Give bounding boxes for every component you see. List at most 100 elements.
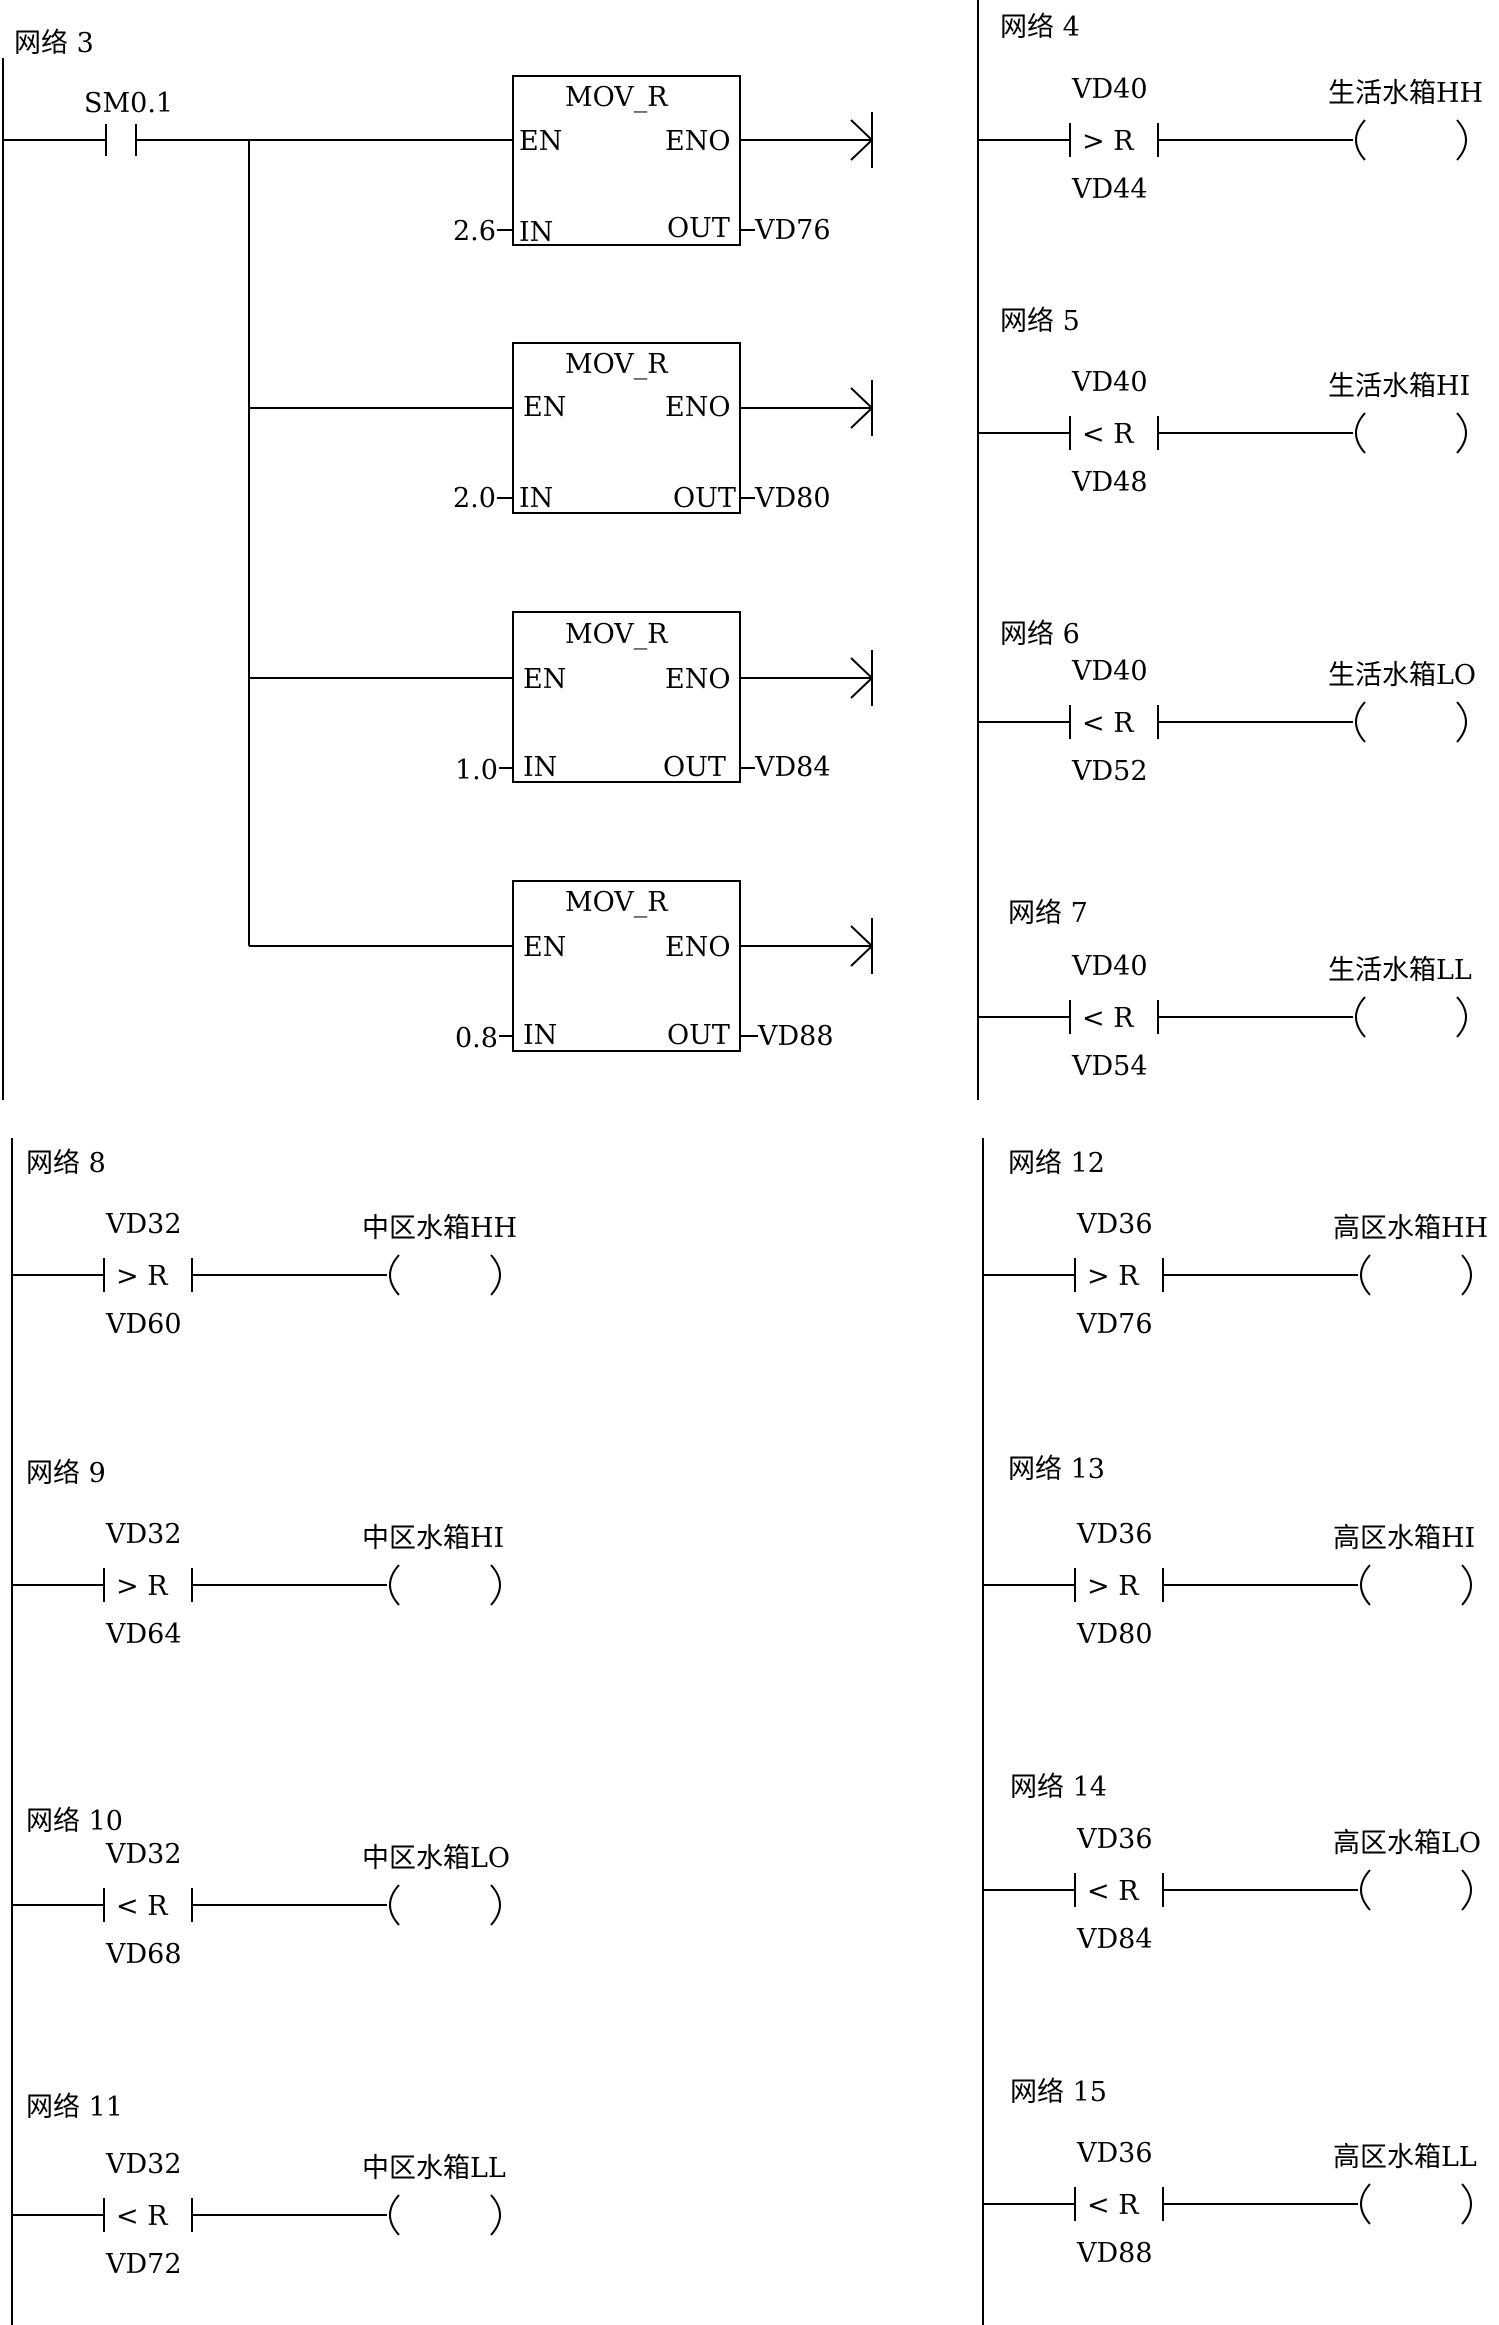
coil-left-arc [1360, 1869, 1371, 1911]
block-title: MOV_R [565, 619, 668, 650]
coil-label: 中区水箱HI [362, 1523, 504, 1554]
compare-top-operand: VD36 [1076, 1209, 1153, 1240]
network-label: 网络 5 [1000, 306, 1080, 337]
en-pin: EN [523, 392, 566, 423]
rung-4: 网络 4 VD40 > R VD44 生活水箱HH [978, 12, 1483, 205]
compare-operator: < R [1082, 708, 1134, 739]
compare-rungs: 网络 4 VD40 > R VD44 生活水箱HH 网络 5 VD40 < R VD48 生活水箱… [12, 12, 1488, 2280]
coil-left-arc [1360, 1564, 1371, 1606]
en-pin: EN [523, 932, 566, 963]
coil-left-arc [1355, 412, 1366, 454]
coil-label: 高区水箱HI [1333, 1523, 1475, 1554]
compare-top-operand: VD40 [1071, 951, 1148, 982]
coil-left-arc [1360, 1254, 1371, 1296]
coil-left-arc [389, 1564, 400, 1606]
compare-operator: < R [1082, 419, 1134, 450]
compare-operator: < R [1082, 1003, 1134, 1034]
compare-operator: < R [116, 2201, 168, 2232]
compare-bottom-operand: VD76 [1076, 1309, 1153, 1340]
coil-right-arc [1456, 412, 1467, 454]
compare-operator: > R [1082, 126, 1134, 157]
compare-top-operand: VD36 [1076, 1824, 1153, 1855]
coil-label: 生活水箱HI [1328, 371, 1470, 402]
network-label: 网络 6 [1000, 619, 1080, 650]
compare-bottom-operand: VD84 [1076, 1924, 1153, 1955]
compare-top-operand: VD36 [1076, 1519, 1153, 1550]
coil-left-arc [1355, 996, 1366, 1038]
in-value: 0.8 [455, 1023, 498, 1054]
coil-label: 中区水箱LL [362, 2153, 506, 2184]
network-label: 网络 3 [14, 28, 94, 59]
coil-right-arc [1461, 2183, 1472, 2225]
coil-left-arc [1360, 2183, 1371, 2225]
in-pin: IN [523, 1020, 557, 1051]
in-value: 2.6 [453, 216, 496, 247]
mov-r-block: MOV_R EN ENO IN OUT 2.6 VD76 [453, 75, 874, 248]
compare-operator: < R [116, 1891, 168, 1922]
network-label: 网络 15 [1010, 2077, 1107, 2108]
compare-bottom-operand: VD88 [1076, 2238, 1153, 2269]
compare-top-operand: VD40 [1071, 656, 1148, 687]
network-label: 网络 7 [1008, 898, 1088, 929]
coil-right-arc [1456, 701, 1467, 743]
eno-pin: ENO [665, 932, 730, 963]
in-pin: IN [519, 483, 553, 514]
network-label: 网络 11 [26, 2092, 123, 2123]
compare-operator: > R [1087, 1571, 1139, 1602]
rung-11: 网络 11 VD32 < R VD72 中区水箱LL [12, 2092, 506, 2280]
coil-left-arc [389, 1254, 400, 1296]
coil-right-arc [1461, 1564, 1472, 1606]
compare-bottom-operand: VD52 [1071, 756, 1148, 787]
coil-left-arc [1355, 701, 1366, 743]
compare-top-operand: VD40 [1071, 74, 1148, 105]
coil-left-arc [1355, 119, 1366, 161]
compare-top-operand: VD32 [105, 1839, 182, 1870]
coil-right-arc [490, 2194, 501, 2236]
compare-operator: > R [116, 1261, 168, 1292]
compare-top-operand: VD32 [105, 2149, 182, 2180]
network-3: 网络 3 SM0.1 MOV_R EN ENO IN OUT 2.6 VD76 [3, 28, 874, 1054]
coil-label: 生活水箱HH [1328, 78, 1483, 109]
coil-left-arc [389, 2194, 400, 2236]
mov-r-block: MOV_R EN ENO IN OUT 2.0 VD80 [453, 342, 874, 514]
compare-top-operand: VD36 [1076, 2138, 1153, 2169]
in-value: 2.0 [453, 483, 496, 514]
network-label: 网络 12 [1008, 1148, 1105, 1179]
compare-bottom-operand: VD72 [105, 2249, 182, 2280]
en-pin: EN [519, 126, 562, 157]
network-label: 网络 13 [1008, 1454, 1105, 1485]
network-label: 网络 9 [26, 1458, 106, 1489]
compare-bottom-operand: VD44 [1071, 174, 1148, 205]
mov-r-block: MOV_R EN ENO IN OUT 0.8 VD88 [455, 880, 874, 1054]
mov-r-block: MOV_R EN ENO IN OUT 1.0 VD84 [455, 611, 874, 786]
coil-right-arc [490, 1564, 501, 1606]
network-label: 网络 10 [26, 1806, 123, 1837]
contact-label: SM0.1 [84, 88, 173, 119]
coil-right-arc [1456, 119, 1467, 161]
coil-left-arc [389, 1884, 400, 1926]
out-pin: OUT [673, 483, 736, 514]
out-pin: OUT [667, 213, 730, 244]
compare-bottom-operand: VD64 [105, 1619, 182, 1650]
out-value: VD80 [754, 483, 831, 514]
network-label: 网络 4 [1000, 12, 1080, 43]
compare-bottom-operand: VD60 [105, 1309, 182, 1340]
eno-pin: ENO [665, 664, 730, 695]
coil-label: 中区水箱HH [362, 1213, 517, 1244]
compare-operator: > R [116, 1571, 168, 1602]
out-value: VD88 [757, 1021, 834, 1052]
coil-label: 高区水箱LO [1333, 1828, 1481, 1859]
compare-bottom-operand: VD48 [1071, 467, 1148, 498]
network-label: 网络 14 [1010, 1772, 1107, 1803]
